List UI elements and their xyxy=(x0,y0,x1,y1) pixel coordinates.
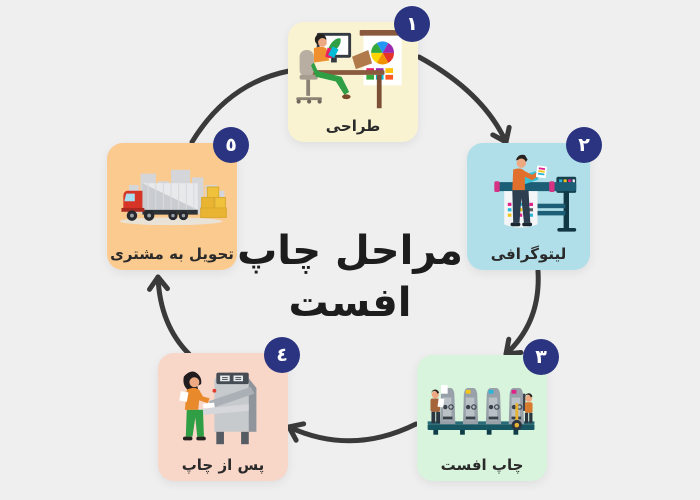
press-towers xyxy=(440,385,524,425)
cutting-machine xyxy=(193,372,257,445)
lithography-plotter-illustration xyxy=(494,154,577,232)
step1-label: طراحی xyxy=(325,117,381,135)
step3-label: چاپ افست xyxy=(440,456,524,474)
truck xyxy=(121,183,198,221)
arrow-step2-to-step3 xyxy=(503,268,541,357)
step2-number-badge: ٢ xyxy=(566,127,602,163)
title-line1: مراحل چاپ xyxy=(237,228,463,274)
press-base xyxy=(427,421,535,435)
ground-shadow xyxy=(119,217,223,226)
delivery-truck-illustration xyxy=(119,169,227,226)
paper-cutting-machine-illustration xyxy=(179,371,257,445)
step-card-offset-printing: ٣ xyxy=(417,339,559,481)
paper-roll-stand xyxy=(511,403,523,431)
office-chair xyxy=(296,50,322,104)
step4-number-badge: ٤ xyxy=(264,337,300,373)
step3-number-badge: ٣ xyxy=(523,339,559,375)
step4-label: پس از چاپ xyxy=(181,456,265,474)
designer-at-desk-illustration xyxy=(296,30,406,109)
step5-number-badge: ٥ xyxy=(213,127,249,163)
offset-press-illustration xyxy=(427,385,535,435)
step-card-delivery: ٥ xyxy=(107,127,249,270)
plotter-machine xyxy=(494,171,577,232)
arrow-step5-to-step1 xyxy=(189,68,292,145)
arrow-step3-to-step4 xyxy=(286,421,419,444)
title-line2: افست xyxy=(288,280,412,326)
operator-woman xyxy=(179,371,210,441)
step2-label: لیتوگرافی xyxy=(490,245,567,263)
step5-label: تحویل به مشتری xyxy=(110,245,234,263)
step-card-post-press: ٤ xyxy=(158,337,300,481)
operator-person xyxy=(510,154,548,227)
desk xyxy=(311,50,385,109)
step-card-design: ١ xyxy=(288,6,430,142)
page-title: مراحل چاپ افست xyxy=(230,225,470,329)
designer-person xyxy=(311,33,351,100)
left-press-worker xyxy=(430,389,445,424)
step-card-lithography: ٢ xyxy=(467,127,602,270)
cargo-boxes xyxy=(200,186,227,218)
arrow-step1-to-step2 xyxy=(416,54,512,145)
arrow-step4-to-step5 xyxy=(147,274,192,357)
right-press-worker xyxy=(523,393,533,424)
step1-number-badge: ١ xyxy=(394,6,430,42)
